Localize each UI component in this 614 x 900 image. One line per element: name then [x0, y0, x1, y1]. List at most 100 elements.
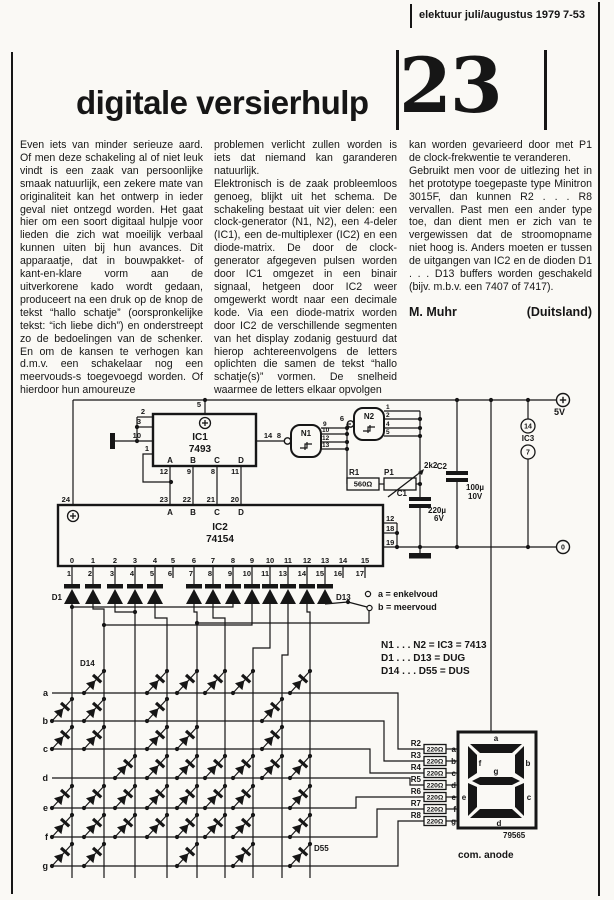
- junction-dot: [488, 397, 494, 403]
- junction-dot: [69, 696, 75, 702]
- schematic-label: B: [190, 456, 196, 465]
- schematic-label: 220Ω: [427, 783, 444, 790]
- matrix-diode: [235, 680, 245, 691]
- resistor: [423, 743, 447, 755]
- schematic-label: 16: [334, 569, 342, 578]
- resistor: [423, 755, 447, 767]
- schematic-label: 7: [189, 569, 193, 578]
- matrix-diode-cathode: [59, 701, 71, 712]
- junction-dot: [287, 863, 293, 869]
- diode-cathode: [85, 584, 101, 589]
- matrix-diode: [292, 853, 302, 864]
- schematic-label: b: [526, 759, 531, 768]
- schematic-label: e: [452, 793, 457, 802]
- schematic-label: N1: [301, 429, 312, 438]
- junction-dot: [417, 425, 423, 431]
- schmitt-icon: [300, 442, 308, 449]
- paragraph: problemen verlicht zullen worden is iets…: [214, 139, 397, 177]
- switch-contact: [366, 604, 373, 612]
- schmitt-icon: [363, 425, 371, 432]
- schematic-label: 9: [250, 556, 254, 565]
- article-number: 23: [399, 41, 503, 130]
- ic-box: [151, 412, 258, 468]
- diode-cathode: [186, 584, 202, 589]
- junction-dot: [144, 834, 150, 840]
- junction-dot: [259, 775, 265, 781]
- diode-cathode: [262, 584, 278, 589]
- text-column-3-paragraphs: kan worden gevarieerd door met P1 de clo…: [409, 139, 592, 294]
- wire: [104, 604, 253, 626]
- matrix-diode-cathode: [297, 758, 309, 769]
- wire: [193, 604, 198, 878]
- schematic-label: 11: [261, 569, 269, 578]
- schematic-label: 18: [386, 524, 394, 533]
- matrix-diode-cathode: [184, 846, 196, 857]
- matrix-diode: [117, 795, 127, 806]
- junction-dot: [307, 753, 313, 759]
- wire: [52, 777, 424, 786]
- matrix-diode: [235, 795, 245, 806]
- junction-dot: [174, 746, 180, 752]
- schematic-label: IC2: [212, 522, 228, 533]
- junction-dot: [279, 753, 285, 759]
- schematic-label: 7: [211, 556, 215, 565]
- junction-dot: [164, 724, 170, 730]
- junction-dot: [250, 753, 256, 759]
- wire: [114, 604, 135, 613]
- schematic-label: 14: [524, 424, 532, 431]
- schematic-label: 220Ω: [427, 771, 444, 778]
- schematic-label: R4: [411, 763, 422, 772]
- junction-dot: [287, 834, 293, 840]
- article-title: digitale versierhulp: [76, 84, 369, 121]
- matrix-diode-cathode: [297, 817, 309, 828]
- junction-dot: [81, 690, 87, 696]
- wire: [212, 604, 226, 878]
- schematic-label: 20: [231, 495, 239, 504]
- schematic-label: D13: [336, 593, 351, 602]
- schematic-label: 7493: [189, 444, 212, 455]
- junction-dot: [344, 431, 350, 437]
- junction-dot: [174, 863, 180, 869]
- circuit-schematic: 0147560Ω220Ω220Ω220Ω220Ω220Ω220Ω220Ω2310…: [43, 392, 571, 878]
- junction-dot: [81, 718, 87, 724]
- matrix-diode-cathode: [240, 758, 252, 769]
- matrix-diode-cathode: [154, 758, 166, 769]
- diode: [147, 589, 163, 604]
- junction-dot: [525, 397, 531, 403]
- junction-dot: [307, 841, 313, 847]
- matrix-diode: [54, 853, 64, 864]
- author-name: M. Muhr: [409, 304, 457, 319]
- schematic-label: C1: [397, 489, 408, 498]
- matrix-diode-cathode: [184, 729, 196, 740]
- diode: [127, 589, 143, 604]
- ground-icon: [409, 553, 431, 559]
- wire: [52, 820, 424, 867]
- matrix-diode-cathode: [91, 673, 103, 684]
- matrix-diode: [292, 680, 302, 691]
- diode-cathode: [205, 584, 221, 589]
- junction-dot: [49, 718, 55, 724]
- schematic-label: 4: [386, 421, 390, 428]
- schematic-label: D14 . . . D55 = DUS: [381, 666, 470, 677]
- matrix-diode-cathode: [184, 817, 196, 828]
- schematic-label: 100µ: [466, 483, 484, 492]
- junction-dot: [174, 805, 180, 811]
- schematic-label: 6: [168, 569, 172, 578]
- display-segment-f: [468, 746, 477, 779]
- schematic-label: 3: [137, 417, 141, 426]
- junction-dot: [81, 805, 87, 811]
- junction-dot: [202, 805, 208, 811]
- schematic-label: 22: [183, 495, 191, 504]
- schematic-label: N1 . . . N2 = IC3 = 7413: [381, 640, 487, 651]
- schematic-label: e: [43, 803, 48, 813]
- junction-dot: [230, 805, 236, 811]
- schematic-label: 15: [316, 569, 324, 578]
- matrix-diode: [179, 824, 189, 835]
- junction-dot: [394, 544, 400, 550]
- matrix-diode-cathode: [59, 729, 71, 740]
- wire: [52, 720, 424, 762]
- schematic-label: 4: [153, 556, 158, 565]
- schematic-label: P1: [384, 468, 394, 477]
- schematic-label: d: [497, 819, 502, 828]
- ic3-pin-circle: [520, 418, 536, 434]
